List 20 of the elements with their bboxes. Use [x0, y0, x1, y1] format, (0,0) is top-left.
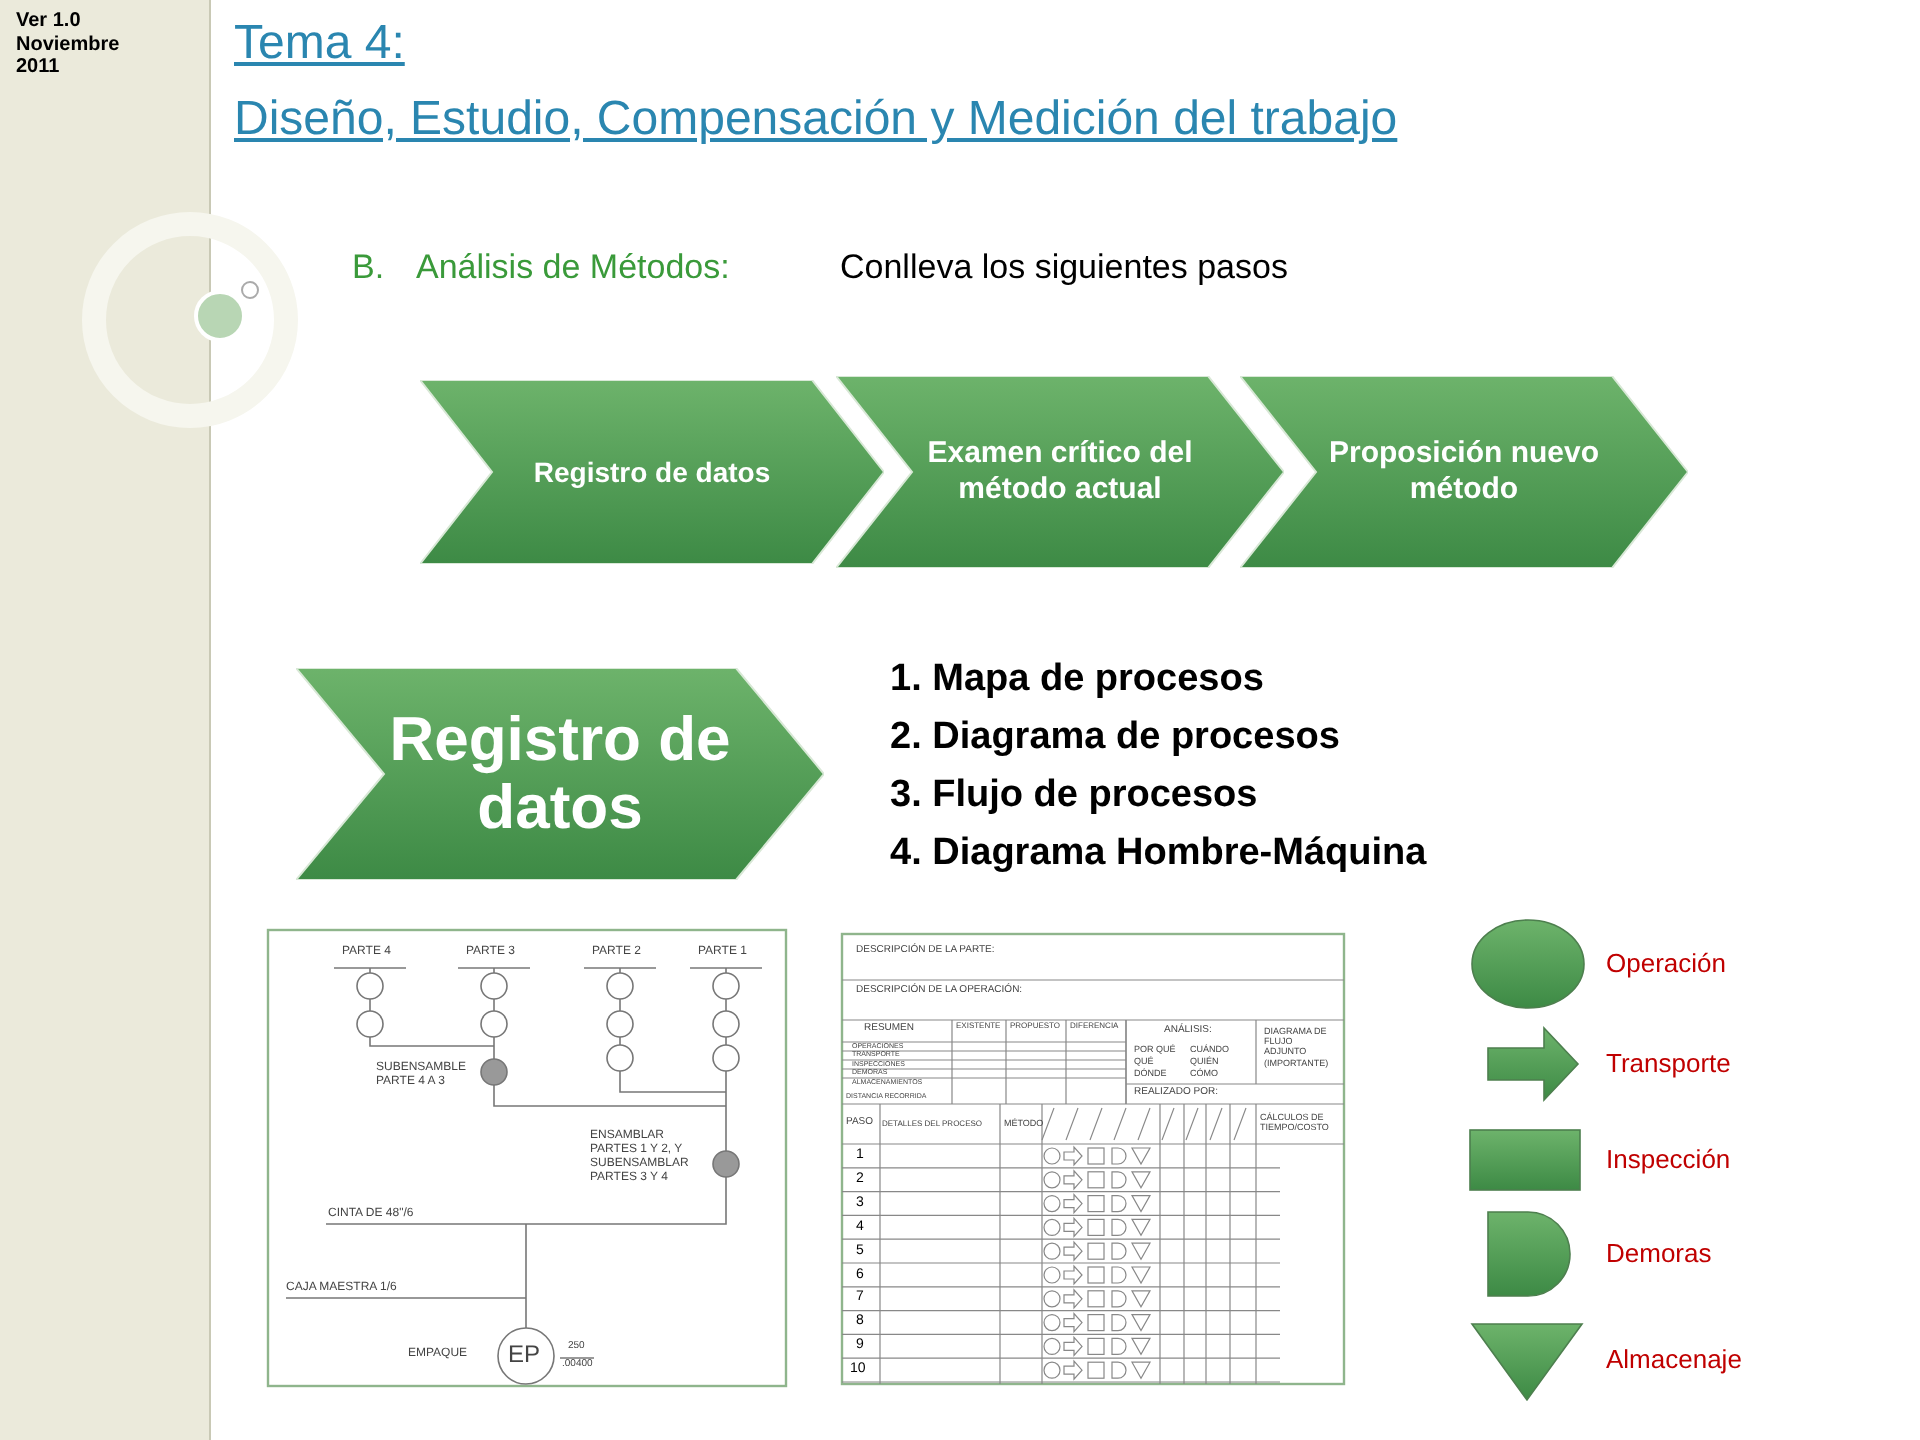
- legend-label: Almacenaje: [1606, 1344, 1742, 1374]
- step-label: Registro de datos: [388, 705, 732, 843]
- legend-label: Operación: [1606, 948, 1726, 978]
- step-label: Proposición nuevo método: [1326, 436, 1601, 508]
- list-item: 4. Diagrama Hombre-Máquina: [890, 832, 1427, 876]
- list-item: 2. Diagrama de procesos: [890, 716, 1340, 760]
- subtitle-text: Conlleva los siguientes pasos: [840, 248, 1288, 288]
- subtitle-text: Análisis de Métodos:: [416, 248, 730, 288]
- legend-label: Transporte: [1606, 1048, 1731, 1078]
- legend-label: Demoras: [1606, 1238, 1712, 1268]
- map-label: EP: [508, 1342, 541, 1370]
- subtitle-text: B.: [352, 248, 385, 288]
- title: Tema 4:: [234, 16, 405, 72]
- legend-label: Inspección: [1606, 1144, 1731, 1174]
- step-label: Registro de datos: [533, 455, 771, 489]
- version-note: Ver 1.0 Noviembre 2011: [16, 10, 122, 79]
- step-label: Examen crítico del método actual: [925, 436, 1195, 508]
- list-item: 1. Mapa de procesos: [890, 658, 1264, 702]
- title: Diseño, Estudio, Compensación y Medición del trabajo: [234, 92, 1398, 148]
- list-item: 3. Flujo de procesos: [890, 774, 1258, 818]
